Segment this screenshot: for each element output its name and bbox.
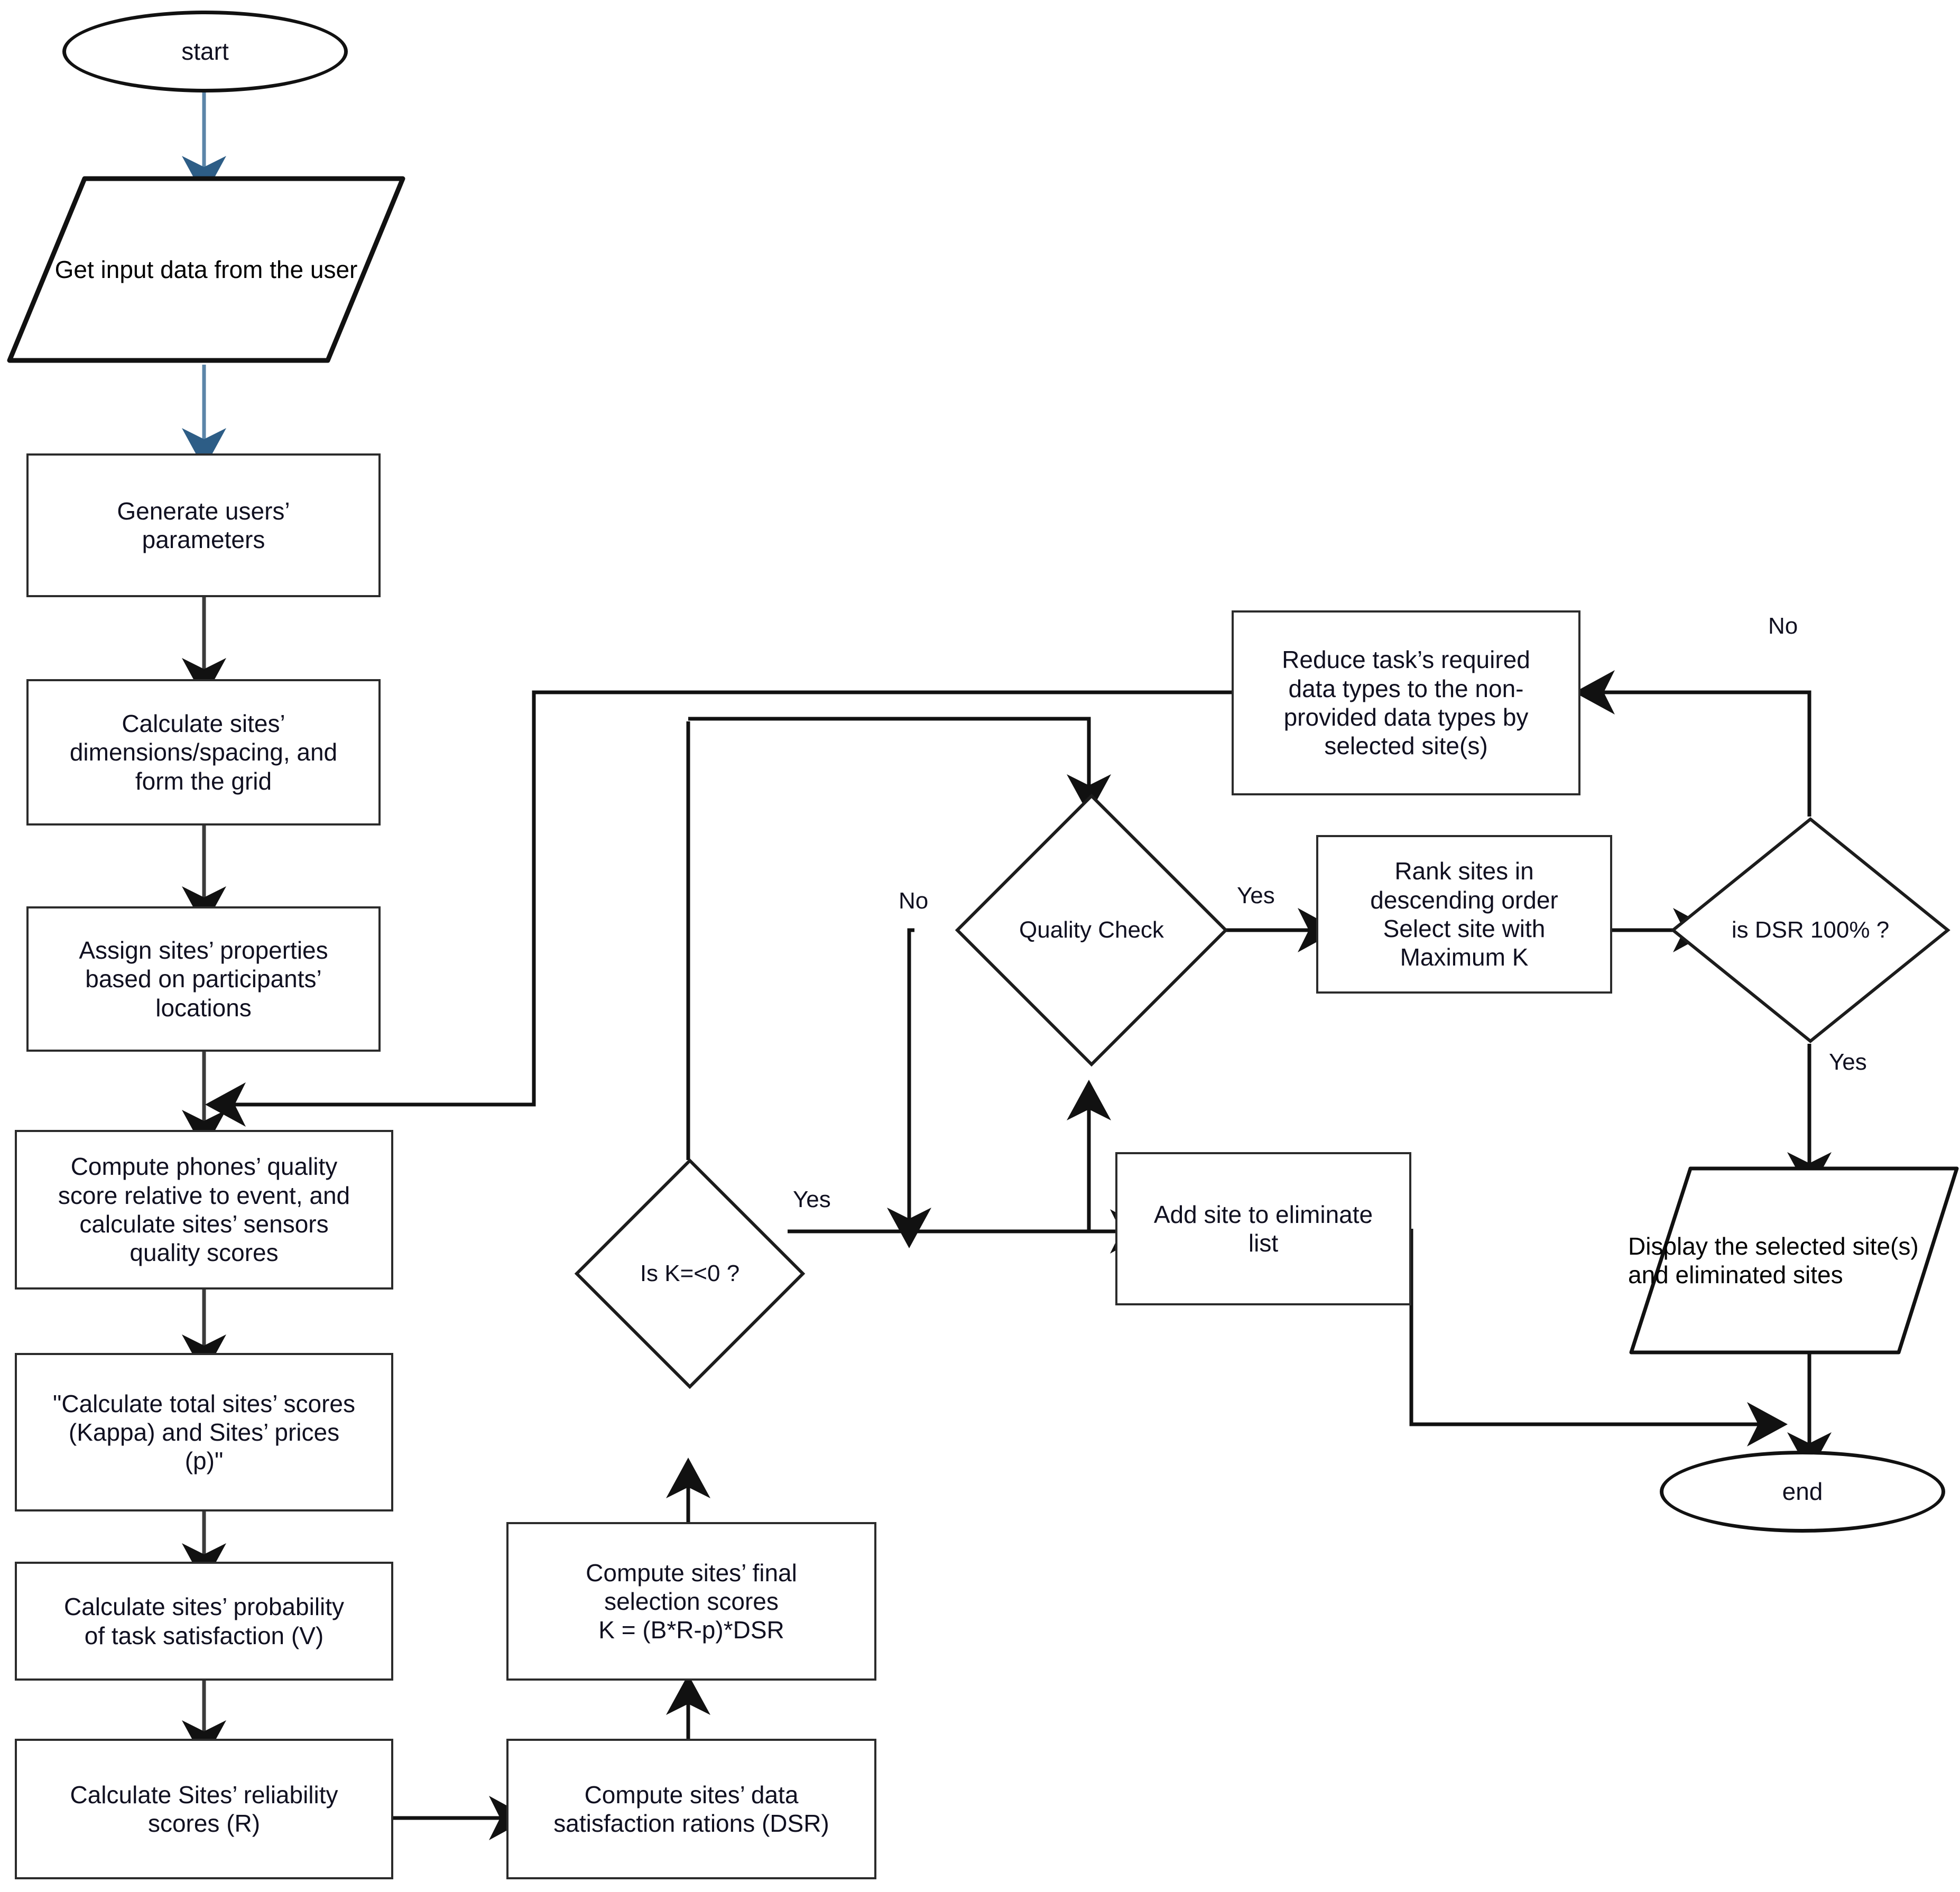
edge-label-dsr-no: No (1768, 613, 1798, 639)
node-get-input[interactable]: Get input data from the user (5, 174, 407, 365)
node-calc-reliability[interactable]: Calculate Sites’ reliability scores (R) (15, 1739, 393, 1879)
node-calc-reliability-label: Calculate Sites’ reliability scores (R) (70, 1780, 338, 1837)
node-generate-users-label: Generate users’ parameters (117, 497, 290, 553)
edge-label-is-k-yes: Yes (793, 1186, 831, 1212)
node-compute-final[interactable]: Compute sites’ final selection scores K … (506, 1522, 876, 1681)
node-calc-dimensions-label: Calculate sites’ dimensions/spacing, and… (69, 710, 338, 795)
node-start[interactable]: start (62, 11, 348, 92)
node-reduce-task-label: Reduce task’s required data types to the… (1282, 646, 1530, 760)
node-display-result-label: Display the selected site(s) and elimina… (1628, 1232, 1919, 1288)
node-get-input-label: Get input data from the user (54, 256, 358, 283)
node-rank-sites[interactable]: Rank sites in descending order Select si… (1316, 835, 1612, 994)
node-end-label: end (1782, 1478, 1823, 1506)
node-is-dsr[interactable]: is DSR 100% ? (1670, 817, 1950, 1044)
node-calc-total-label: "Calculate total sites’ scores (Kappa) a… (53, 1389, 355, 1475)
node-is-dsr-label: is DSR 100% ? (1731, 917, 1890, 943)
node-assign-props-label: Assign sites’ properties based on partic… (79, 936, 328, 1022)
node-compute-dsr[interactable]: Compute sites’ data satisfaction rations… (506, 1739, 876, 1879)
node-compute-phones-label: Compute phones’ quality score relative t… (58, 1153, 350, 1267)
node-compute-dsr-label: Compute sites’ data satisfaction rations… (553, 1780, 829, 1837)
node-compute-phones[interactable]: Compute phones’ quality score relative t… (15, 1130, 393, 1290)
node-compute-final-label: Compute sites’ final selection scores K … (586, 1559, 797, 1644)
node-quality-check-label: Quality Check (1019, 917, 1164, 943)
node-end[interactable]: end (1660, 1451, 1945, 1533)
node-calc-prob[interactable]: Calculate sites’ probability of task sat… (15, 1562, 393, 1681)
node-calc-prob-label: Calculate sites’ probability of task sat… (63, 1593, 345, 1649)
node-is-k-label: Is K=<0 ? (640, 1260, 740, 1287)
node-calc-dimensions[interactable]: Calculate sites’ dimensions/spacing, and… (26, 679, 381, 826)
node-add-eliminate[interactable]: Add site to eliminate list (1115, 1152, 1411, 1305)
node-calc-total[interactable]: "Calculate total sites’ scores (Kappa) a… (15, 1353, 393, 1511)
node-quality-check[interactable]: Quality Check (954, 793, 1229, 1068)
node-add-eliminate-label: Add site to eliminate list (1153, 1200, 1373, 1257)
node-rank-sites-label: Rank sites in descending order Select si… (1370, 857, 1558, 971)
edge-label-dsr-yes: Yes (1829, 1049, 1867, 1075)
node-display-result[interactable]: Display the selected site(s) and elimina… (1628, 1165, 1960, 1356)
edge-label-quality-yes: Yes (1237, 883, 1275, 908)
node-generate-users[interactable]: Generate users’ parameters (26, 453, 381, 597)
node-start-label: start (181, 38, 229, 66)
edge-label-quality-no: No (899, 888, 929, 914)
node-reduce-task[interactable]: Reduce task’s required data types to the… (1232, 610, 1580, 795)
node-assign-props[interactable]: Assign sites’ properties based on partic… (26, 906, 381, 1052)
node-is-k[interactable]: Is K=<0 ? (574, 1157, 806, 1390)
